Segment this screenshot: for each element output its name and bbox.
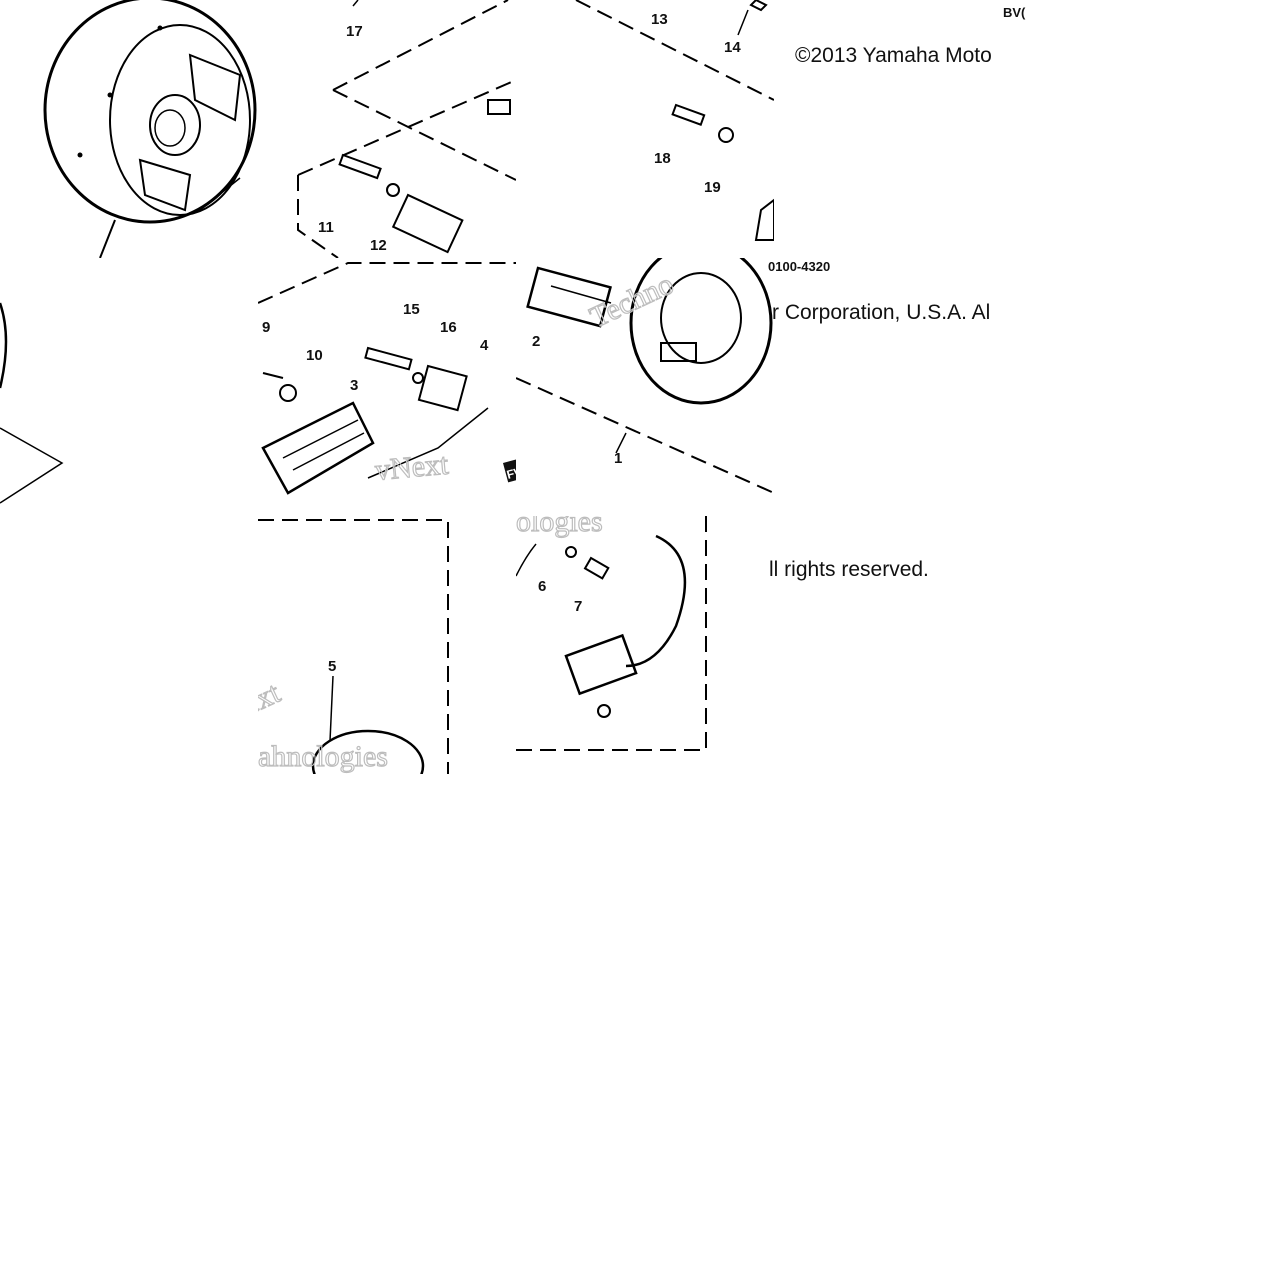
copyright-line-3: ll rights reserved. bbox=[769, 558, 929, 581]
copyright-line-2: r Corporation, U.S.A. Al bbox=[772, 301, 991, 324]
coils-drawing: 9 10 3 15 16 4 vNext FWD bbox=[258, 262, 516, 495]
callout-6: 6 bbox=[538, 578, 546, 595]
callout-16: 16 bbox=[440, 319, 457, 336]
code-mid: 0100-4320 bbox=[768, 259, 831, 274]
callout-15: 15 bbox=[403, 301, 420, 318]
bolts-top-drawing: 17 11 12 bbox=[297, 0, 516, 258]
callout-2: 2 bbox=[532, 333, 540, 350]
wiring-drawing: 6 7 ologies bbox=[516, 516, 707, 751]
watermark-ext: ext bbox=[258, 676, 286, 722]
watermark-vnext: vNext bbox=[374, 448, 451, 487]
tile-bolts-right: 13 14 18 19 bbox=[516, 0, 774, 258]
flywheel-drawing bbox=[43, 0, 257, 258]
tile-stator: 2 1 Techno bbox=[516, 258, 774, 516]
callout-14: 14 bbox=[724, 39, 741, 56]
callout-19: 19 bbox=[704, 179, 721, 196]
copyright-line-1: ©2013 Yamaha Moto bbox=[795, 44, 992, 67]
callout-17: 17 bbox=[346, 23, 363, 40]
tile-left-edge bbox=[0, 258, 258, 516]
watermark-ologies: ologies bbox=[516, 516, 603, 538]
callout-3: 3 bbox=[350, 377, 358, 394]
fwd-badge: FWD bbox=[505, 461, 516, 482]
pickup-drawing: 5 ext ahnologies bbox=[258, 519, 449, 774]
callout-9: 9 bbox=[262, 319, 270, 336]
callout-18: 18 bbox=[654, 150, 671, 167]
tile-pickup: 5 ext ahnologies bbox=[258, 516, 516, 774]
callout-12: 12 bbox=[370, 237, 387, 254]
tile-flywheel bbox=[0, 0, 258, 258]
callout-4: 4 bbox=[480, 337, 489, 354]
code-top-right: BV( bbox=[1003, 5, 1026, 20]
stator-drawing: 2 1 Techno bbox=[516, 258, 774, 494]
callout-10: 10 bbox=[306, 347, 323, 364]
tile-coils: 9 10 3 15 16 4 vNext FWD bbox=[258, 258, 516, 516]
watermark-ahnologies: ahnologies bbox=[258, 740, 388, 773]
left-edge-drawing bbox=[0, 302, 64, 504]
callout-13: 13 bbox=[651, 11, 668, 28]
callout-11: 11 bbox=[318, 219, 334, 236]
bolts-right-drawing: 13 14 18 19 bbox=[575, 0, 774, 241]
tile-wiring: 6 7 ologies bbox=[516, 516, 774, 774]
callout-5: 5 bbox=[328, 658, 336, 675]
callout-1: 1 bbox=[614, 450, 622, 467]
callout-7: 7 bbox=[574, 598, 582, 615]
tile-bolts-top: 17 11 12 bbox=[258, 0, 516, 258]
